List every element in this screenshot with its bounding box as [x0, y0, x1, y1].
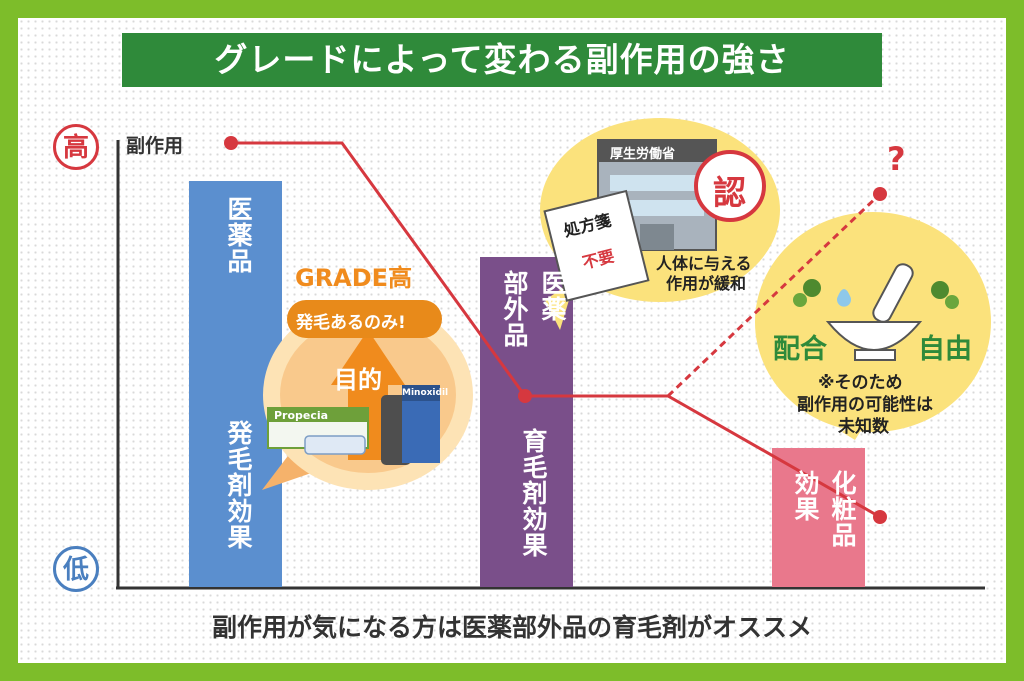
cosmetic-label-col1: 化粧品	[828, 470, 857, 548]
herb-icon-2	[931, 281, 949, 299]
herb-icon	[803, 279, 821, 297]
droplet-icon	[837, 289, 852, 307]
pharma-effect-label: 発毛剤効果	[224, 420, 253, 550]
ministry-label: 厚生労働省	[610, 147, 676, 162]
cosmetic-note-1: ※そのため	[818, 373, 903, 393]
page-title: グレードによって変わる副作用の強さ	[122, 33, 882, 87]
grade-bubble	[262, 300, 473, 490]
low-indicator: 低	[53, 546, 99, 592]
propecia-label: Propecia	[274, 409, 329, 422]
point-cosmetic	[873, 510, 887, 524]
question-mark: ?	[887, 140, 906, 178]
free-label: 自由	[918, 334, 972, 365]
pill-sheet-icon	[304, 435, 366, 455]
cosmetic-note-3: 未知数	[838, 417, 889, 437]
high-indicator: 高	[53, 124, 99, 170]
quasi-effect-label: 育毛剤効果	[519, 428, 548, 558]
pill-label: 発毛あるのみ!	[296, 313, 406, 333]
bottom-caption: 副作用が気になる方は医薬部外品の育毛剤がオススメ	[211, 613, 812, 642]
side-effect-unknown-line	[666, 192, 882, 398]
pill-badge	[287, 300, 442, 338]
ministry-note-2: 作用が緩和	[666, 274, 747, 293]
quasi-label-col2: 部外品	[500, 270, 529, 348]
purpose-label: 目的	[334, 366, 382, 394]
point-quasi	[518, 389, 532, 403]
ministry-bubble	[540, 118, 780, 330]
ministry-note-1: 人体に与える	[656, 254, 752, 273]
point-pharma	[224, 136, 238, 150]
minoxidil-label: Minoxidil	[402, 388, 449, 398]
cosmetic-label-col2: 効果	[791, 470, 820, 522]
grade-label: GRADE高	[295, 264, 413, 292]
cosmetic-bubble	[755, 212, 991, 440]
pharma-label: 医薬品	[224, 196, 253, 274]
pestle-icon	[872, 263, 914, 323]
stamp-icon	[694, 150, 766, 222]
point-unknown	[873, 187, 887, 201]
blend-label: 配合	[773, 334, 827, 365]
approved-stamp-text: 認	[713, 173, 746, 212]
y-axis-label: 副作用	[126, 135, 184, 157]
prescription-paper-icon	[543, 189, 650, 302]
cosmetic-note-2: 副作用の可能性は	[797, 395, 933, 415]
quasi-label-col1: 医薬	[538, 270, 567, 322]
cosmetic-bar	[772, 448, 865, 587]
